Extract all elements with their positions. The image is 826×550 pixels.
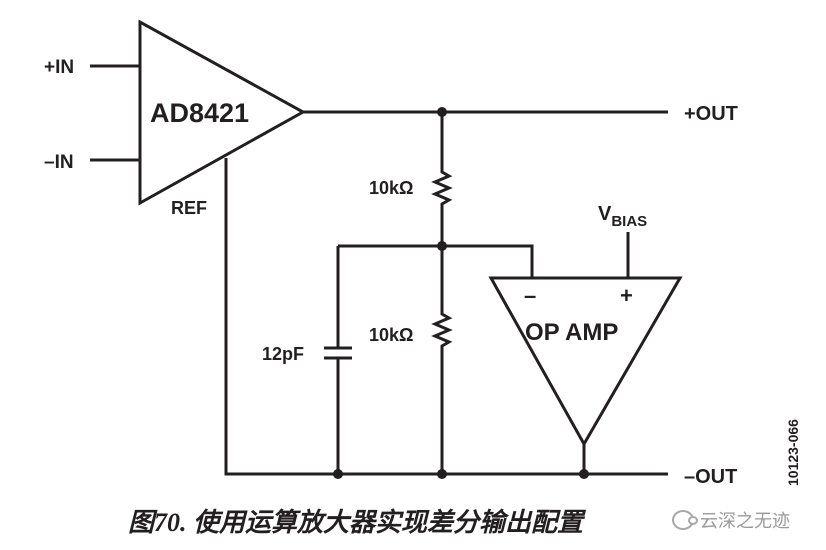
ad8421-amplifier bbox=[138, 19, 307, 206]
upper-resistor-label: 10kΩ bbox=[369, 178, 413, 198]
ref-wire bbox=[224, 158, 668, 476]
plus-out-label: +OUT bbox=[684, 103, 738, 125]
node-dot bbox=[579, 469, 589, 479]
figure-id: 10123-066 bbox=[785, 419, 801, 486]
op-amp-label: OP AMP bbox=[525, 319, 618, 346]
node-dot bbox=[437, 107, 447, 117]
vbias-main: V bbox=[598, 203, 612, 225]
minus-in-label: –IN bbox=[44, 152, 74, 173]
upper-resistor bbox=[431, 112, 453, 246]
node-dot bbox=[437, 241, 447, 251]
op-amp-plus-sign: + bbox=[620, 283, 633, 308]
minus-out-label: –OUT bbox=[684, 466, 737, 488]
op-amp bbox=[488, 276, 683, 448]
watermark: 云深之无迹 bbox=[672, 505, 790, 535]
capacitor-label: 12pF bbox=[262, 344, 304, 364]
figure-caption: 图70. 使用运算放大器实现差分输出配置 bbox=[128, 508, 584, 537]
op-amp-minus-sign: – bbox=[524, 283, 536, 308]
lower-resistor-label: 10kΩ bbox=[369, 325, 413, 345]
amplifier-name: AD8421 bbox=[150, 98, 249, 128]
node-dot bbox=[437, 469, 447, 479]
ref-label: REF bbox=[171, 198, 207, 218]
vbias-subscript: BIAS bbox=[611, 213, 647, 230]
node-dot bbox=[333, 469, 343, 479]
wechat-icon bbox=[672, 510, 698, 530]
vbias-label: VBIAS bbox=[598, 203, 647, 230]
plus-in-label: +IN bbox=[44, 57, 74, 78]
feedback-wire bbox=[338, 244, 534, 278]
watermark-text: 云深之无迹 bbox=[700, 511, 790, 532]
lower-resistor bbox=[431, 246, 453, 474]
